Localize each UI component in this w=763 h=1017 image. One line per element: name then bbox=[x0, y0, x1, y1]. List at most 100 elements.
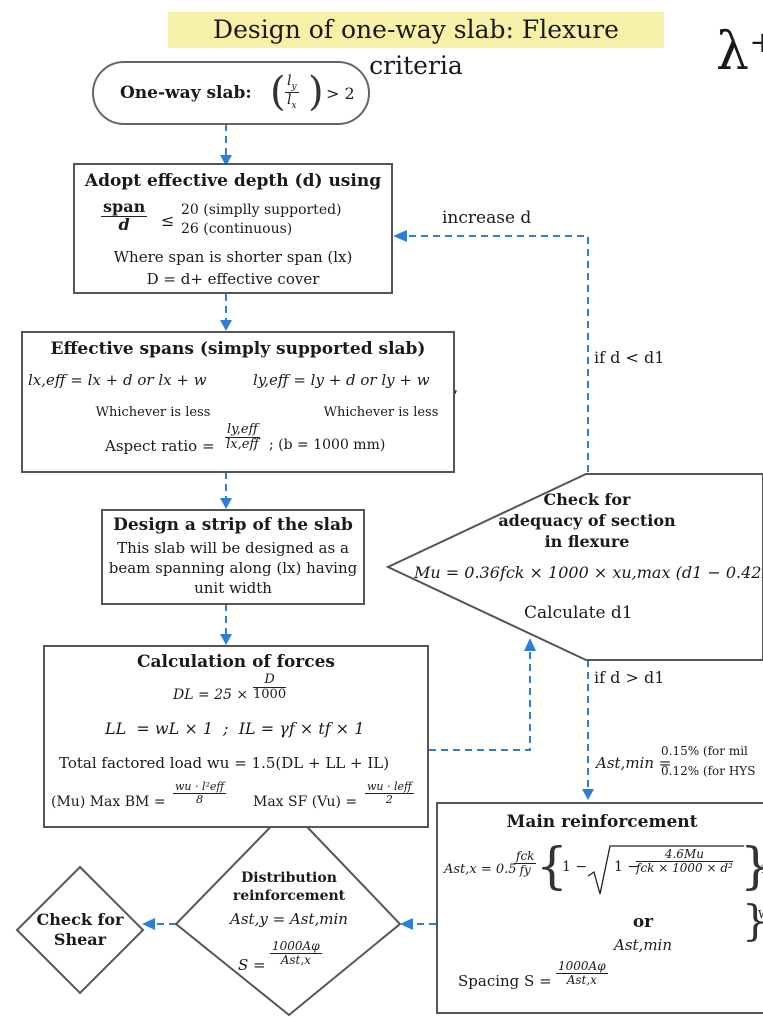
brace-open: { bbox=[536, 837, 568, 895]
spacing-label: Spacing S = bbox=[458, 972, 552, 990]
forces-heading: Calculation of forces bbox=[136, 652, 336, 672]
inner-one-minus: 1 − bbox=[614, 859, 640, 875]
dist-line1: Distribution bbox=[241, 870, 337, 886]
span-over-d: span d bbox=[101, 197, 148, 234]
strip-line3: unit width bbox=[194, 579, 272, 597]
arrow-increase-d bbox=[393, 230, 407, 242]
page-title: Design of one-way slab: Flexure criteria bbox=[168, 12, 664, 80]
bm-fraction: wu · l²eff 8 bbox=[173, 780, 227, 806]
shorter-span-note: Where span is shorter span (lx) bbox=[113, 248, 353, 266]
dist-s-num: 1000Aφ bbox=[270, 939, 322, 954]
ratio-cont: 26 (continuous) bbox=[181, 221, 293, 237]
astmin-mild: 0.15% (for mil bbox=[661, 744, 748, 758]
total-load-eq: Total factored load wu = 1.5(DL + LL + I… bbox=[59, 754, 390, 772]
arrow-dist-shear bbox=[142, 918, 155, 930]
cut-text: W bbox=[758, 908, 763, 921]
connector-increase-d bbox=[404, 235, 589, 472]
effective-spans-box: Effective spans (simply supported slab) … bbox=[21, 331, 455, 473]
bm-den: 8 bbox=[196, 792, 204, 806]
design-strip-box: Design a strip of the slab This slab wil… bbox=[101, 509, 365, 605]
check-diamond-shape bbox=[385, 473, 763, 661]
dist-s-label: S = bbox=[238, 956, 266, 974]
fck-num: fck bbox=[514, 849, 537, 864]
sqrt-sign bbox=[587, 845, 744, 895]
ll-il-eq: LL = wL × 1 ; IL = γf × tf × 1 bbox=[105, 719, 365, 738]
effective-depth-box: Adopt effective depth (d) using span d ≤… bbox=[73, 163, 393, 294]
ast-tail: 100 bbox=[760, 862, 763, 876]
check-line2: adequacy of section bbox=[498, 511, 676, 530]
dist-line2: reinforcement bbox=[232, 888, 346, 904]
aspect-label: Aspect ratio = bbox=[105, 437, 215, 455]
dl-label: DL = 25 × bbox=[173, 687, 249, 703]
arrow-start-depth bbox=[220, 155, 232, 166]
depth-heading: Adopt effective depth (d) using bbox=[84, 171, 382, 191]
paren-close: ) bbox=[308, 69, 324, 115]
one-minus: 1 − bbox=[562, 859, 588, 875]
inner-fraction: 4.6Mu fck × 1000 × d² bbox=[636, 848, 733, 874]
aspect-num: ly,eff bbox=[225, 422, 260, 438]
logo: λ⁺ bbox=[716, 22, 763, 82]
aspect-fraction: ly,eff lx,eff bbox=[225, 423, 260, 451]
inner-den: fck × 1000 × d² bbox=[636, 860, 733, 875]
dist-s-fraction: 1000Aφ Ast,x bbox=[270, 940, 322, 966]
start-pill: One-way slab: ( ly lx ) > 2 bbox=[92, 61, 370, 125]
if-less-label: if d < d1 bbox=[594, 348, 665, 367]
aspect-den: lx,eff bbox=[226, 436, 259, 452]
moment-equation: Mu = 0.36fck × 1000 × xu,max (d1 − 0.42x… bbox=[414, 563, 763, 582]
span-num: span bbox=[101, 197, 148, 217]
forces-box: Calculation of forces DL = 25 × D 1000 L… bbox=[43, 645, 429, 828]
span-den: d bbox=[118, 214, 130, 234]
arrow-strip-forces bbox=[220, 634, 232, 645]
strip-heading: Design a strip of the slab bbox=[113, 515, 353, 535]
fy-den: fy bbox=[519, 862, 531, 877]
leq-sign: ≤ bbox=[161, 211, 175, 230]
ratio-ss: 20 (simplly supported) bbox=[181, 202, 342, 218]
strip-line2: beam spanning along (lx) having bbox=[108, 559, 358, 577]
sp-num: 1000Aφ bbox=[556, 959, 608, 974]
check-line1: Check for bbox=[543, 490, 631, 509]
arrow-main-dist bbox=[400, 918, 413, 930]
inner-num: 4.6Mu bbox=[636, 848, 733, 862]
ratio-den: l bbox=[287, 92, 292, 109]
ratio-fraction: ly lx bbox=[285, 74, 299, 111]
sp-den: Ast,x bbox=[566, 972, 597, 987]
lx-note: Whichever is less bbox=[95, 405, 211, 420]
ratio-den-sub: x bbox=[291, 101, 297, 112]
brace-close: } bbox=[740, 836, 763, 896]
lx-eff-eq: lx,eff = lx + d or lx + w bbox=[28, 371, 207, 389]
start-condition: > 2 bbox=[326, 84, 355, 103]
shear-line2: Shear bbox=[53, 930, 107, 949]
shear-line1: Check for bbox=[36, 910, 124, 929]
arrow-check-main bbox=[582, 789, 594, 800]
arrow-depth-spans bbox=[220, 320, 232, 331]
bm-label: (Mu) Max BM = bbox=[51, 794, 166, 810]
arrow-spans-strip bbox=[220, 498, 232, 509]
main-heading: Main reinforcement bbox=[506, 812, 698, 832]
overall-depth-eq: D = d+ effective cover bbox=[146, 270, 320, 288]
shear-diamond-shape bbox=[15, 865, 145, 995]
dist-eq: Ast,y = Ast,min bbox=[230, 910, 348, 928]
or-label: or bbox=[632, 912, 654, 932]
start-label: One-way slab: bbox=[120, 83, 252, 103]
aspect-note: ; (b = 1000 mm) bbox=[269, 437, 386, 453]
main-reinforcement-box: Main reinforcement Ast,x = 0.5 fck fy { … bbox=[436, 802, 763, 1014]
bm-num: wu · l²eff bbox=[173, 780, 227, 794]
dl-num: D bbox=[253, 673, 287, 688]
dl-fraction: D 1000 bbox=[253, 673, 287, 702]
ast-x-lhs: Ast,x = 0.5 bbox=[444, 862, 517, 877]
check-line3: in flexure bbox=[544, 532, 630, 551]
spacing-fraction: 1000Aφ Ast,x bbox=[556, 960, 608, 986]
calculate-d1: Calculate d1 bbox=[524, 603, 633, 623]
distribution-diamond-shape bbox=[174, 806, 402, 1017]
sf-den: 2 bbox=[385, 792, 393, 806]
arrow-forces-check bbox=[524, 638, 536, 651]
dl-den: 1000 bbox=[253, 686, 287, 702]
brace-side: } bbox=[742, 896, 763, 946]
sf-num: wu · leff bbox=[365, 780, 414, 794]
dist-s-den: Ast,x bbox=[280, 952, 311, 967]
sf-label: Max SF (Vu) = bbox=[253, 794, 358, 810]
ratio-num: l bbox=[287, 73, 292, 89]
increase-d-label: increase d bbox=[442, 208, 532, 228]
fck-over-fy: fck fy bbox=[514, 849, 537, 877]
